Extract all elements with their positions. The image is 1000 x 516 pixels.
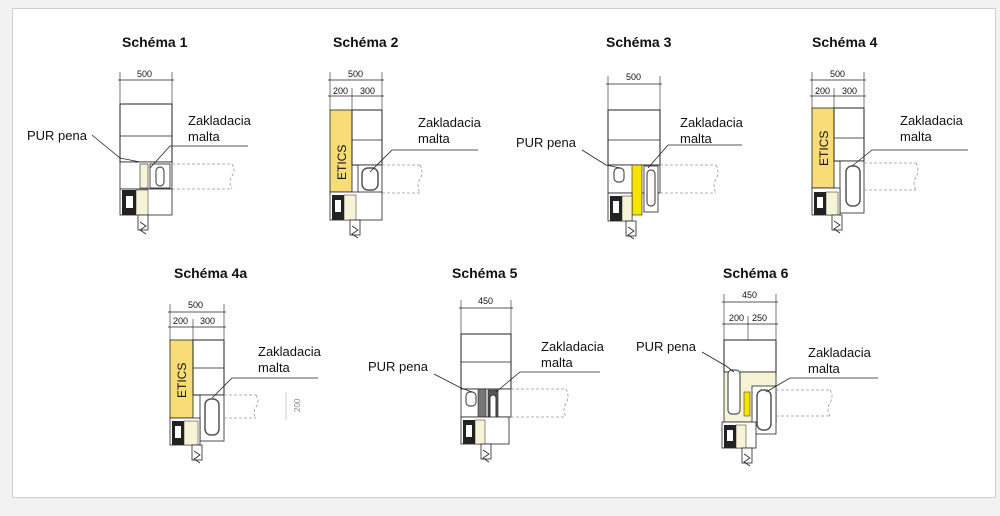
mortar-label-line2: malta: [418, 131, 451, 146]
mortar-label-line2: malta: [680, 131, 713, 146]
pur-foam-label: PUR pena: [636, 339, 697, 354]
yellow-insulation: [631, 164, 643, 216]
etics-label: ETICS: [817, 131, 831, 166]
dimension-label: 200: [729, 313, 744, 323]
dimension-label: 200: [815, 86, 830, 96]
dimension-label: 500: [830, 69, 845, 79]
scheme-1: Schéma 1 500 PUR pena Zakladacia malta: [27, 34, 252, 235]
dimension-label: 500: [188, 300, 203, 310]
scheme-5: Schéma 5 450 PUR pena Zakladacia malta: [368, 265, 605, 463]
etics-label: ETICS: [335, 145, 349, 180]
wall-block: [351, 109, 383, 166]
mortar-label-line2: malta: [541, 355, 574, 370]
scheme-title: Schéma 1: [122, 34, 188, 50]
wall-block: [833, 107, 865, 162]
wall-block: [192, 339, 225, 396]
etics-label: ETICS: [175, 363, 189, 398]
scheme-title: Schéma 2: [333, 34, 399, 50]
dimension-label: 200: [333, 86, 348, 96]
mortar-label-line1: Zakladacia: [188, 113, 252, 128]
scheme-6: Schéma 6 450 200 250 PUR pena Zakladacia…: [636, 265, 878, 467]
scheme-title: Schéma 3: [606, 34, 672, 50]
scheme-4a: Schéma 4a 500 200 300 ETICS 200 Zakladac…: [168, 265, 322, 464]
dimension-label: 500: [626, 72, 641, 82]
mortar-label-line1: Zakladacia: [418, 115, 482, 130]
dimension-label: 300: [842, 86, 857, 96]
scheme-title: Schéma 4a: [174, 265, 247, 281]
scheme-title: Schéma 5: [452, 265, 518, 281]
mortar-label-line1: Zakladacia: [900, 113, 964, 128]
dimension-label: 300: [360, 86, 375, 96]
mortar-label-line1: Zakladacia: [541, 339, 605, 354]
wall-block: [460, 333, 512, 390]
dimension-label: 300: [200, 316, 215, 326]
dimension-label: 450: [478, 296, 493, 306]
wall-block: [607, 109, 661, 166]
scheme-4: Schéma 4 500 200 300 ETICS Zakladacia ma…: [810, 34, 968, 234]
foam: [139, 163, 149, 189]
dimension-label: 500: [348, 69, 363, 79]
mortar-label-line2: malta: [900, 129, 933, 144]
yellow-insulation: [743, 391, 751, 417]
dimension-label: 200: [173, 316, 188, 326]
pur-foam-label: PUR pena: [516, 135, 577, 150]
pur-foam-label: PUR pena: [27, 128, 88, 143]
wall-block: [119, 103, 173, 163]
pur-foam-label: PUR pena: [368, 359, 429, 374]
mortar-label-line1: Zakladacia: [808, 345, 872, 360]
scheme-title: Schéma 6: [723, 265, 789, 281]
mortar-label-line1: Zakladacia: [680, 115, 744, 130]
scheme-2: Schéma 2 500 200 300 ETICS Zakladacia ma…: [328, 34, 482, 239]
dimension-label: 250: [752, 313, 767, 323]
dimension-label: 500: [137, 69, 152, 79]
scheme-3: Schéma 3 500 PUR pena Zakladacia malta: [516, 34, 744, 240]
mortar-label-line2: malta: [188, 129, 221, 144]
mortar-label-line2: malta: [808, 361, 841, 376]
vertical-dimension-label: 200: [293, 398, 302, 412]
wall-block: [723, 339, 777, 373]
mortar-label-line2: malta: [258, 360, 291, 375]
mortar-label-line1: Zakladacia: [258, 344, 322, 359]
scheme-title: Schéma 4: [812, 34, 878, 50]
dimension-label: 450: [742, 290, 757, 300]
